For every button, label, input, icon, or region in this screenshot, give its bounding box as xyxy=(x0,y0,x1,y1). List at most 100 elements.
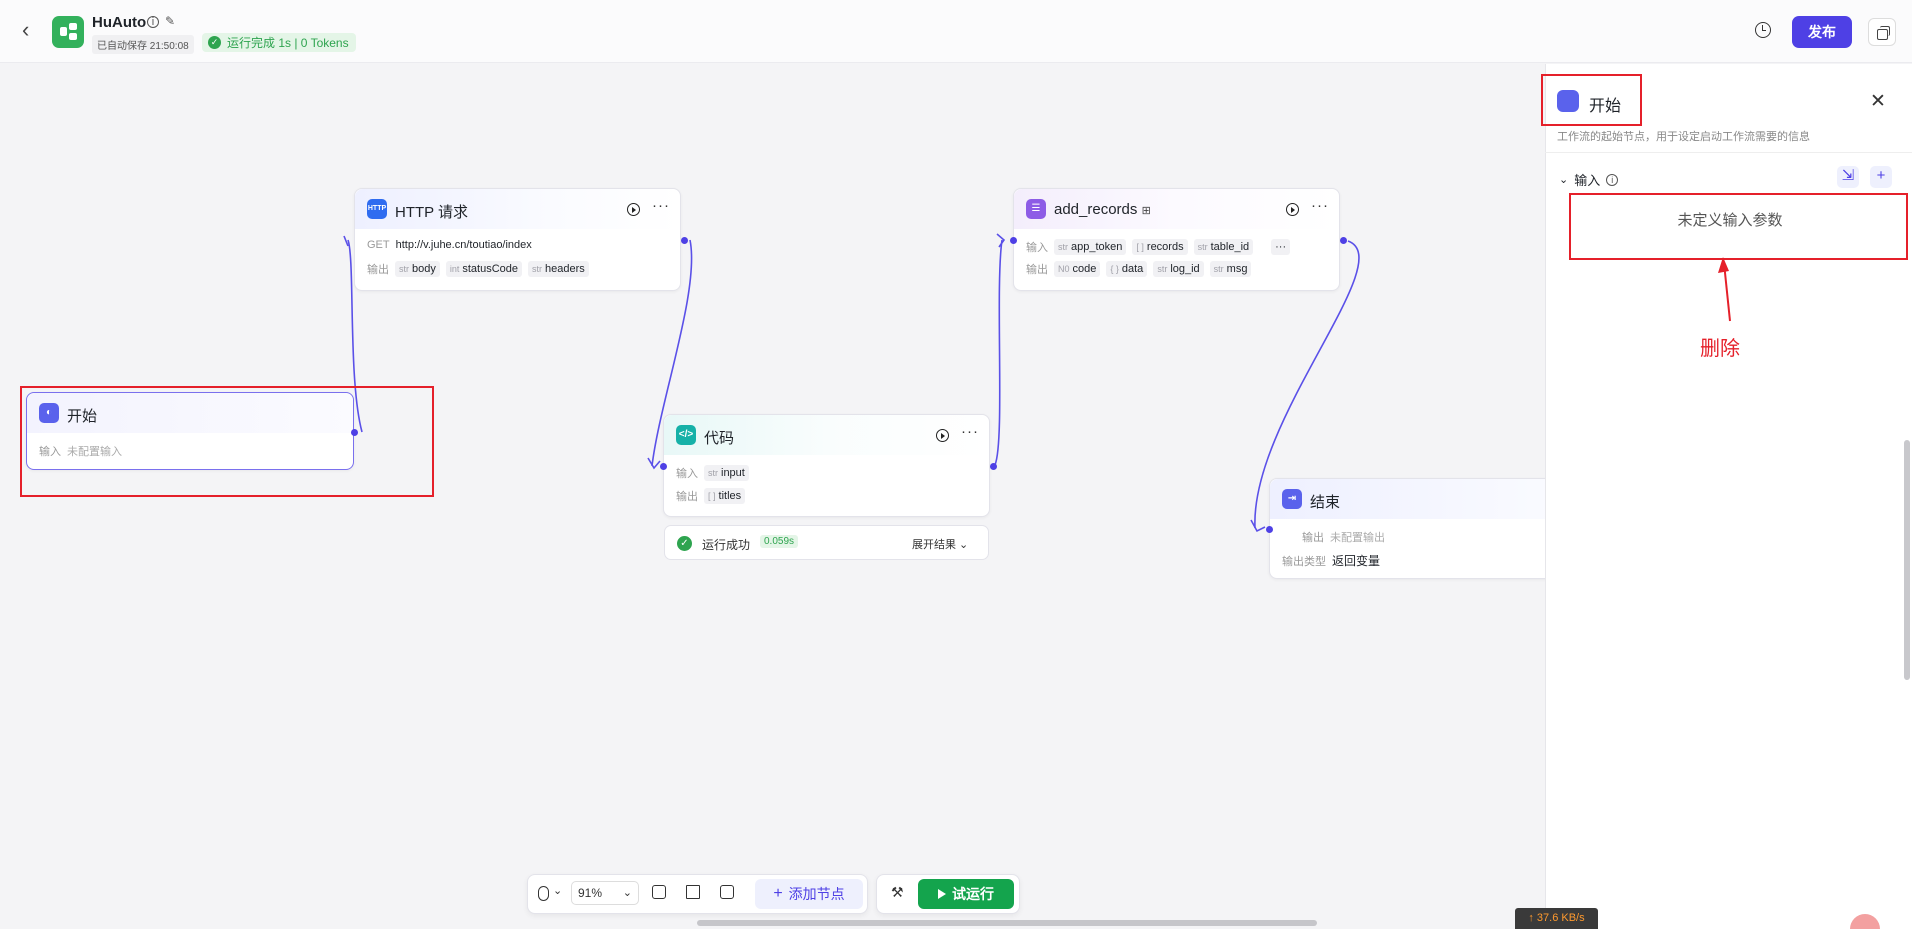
more-icon[interactable]: ··· xyxy=(652,197,670,214)
input-section-label: 输入 xyxy=(1574,173,1601,188)
annotation-delete-text: 删除 xyxy=(1700,338,1740,360)
node-settings-panel xyxy=(1545,64,1912,929)
code-input-port[interactable] xyxy=(660,463,667,470)
try-run-label: 试运行 xyxy=(952,886,994,902)
more-inputs-icon[interactable]: ··· xyxy=(1271,239,1291,255)
annotation-arrow xyxy=(1718,257,1731,322)
start-output-port[interactable] xyxy=(351,429,358,436)
end-output-type-row: 输出类型 返回变量 xyxy=(1282,552,1380,569)
http-node[interactable]: HTTP HTTP 请求 ··· GET http://v.juhe.cn/to… xyxy=(354,188,688,291)
http-node-title: HTTP 请求 xyxy=(395,204,469,221)
comment-icon[interactable] xyxy=(652,885,666,899)
zoom-select[interactable]: 91%⌄ xyxy=(571,881,639,905)
start-node-header xyxy=(27,393,353,433)
http-output-port[interactable] xyxy=(681,237,688,244)
table-icon: ☰ xyxy=(1026,199,1046,219)
start-input-row: 输入 未配置输入 xyxy=(39,443,122,459)
minimap-icon[interactable] xyxy=(720,885,734,899)
autosave-status: 已自动保存 21:50:08 xyxy=(92,35,194,54)
run-success-text: 运行成功 xyxy=(702,538,751,552)
output-label: 输出 xyxy=(367,264,389,276)
app-title: HuAuto xyxy=(92,14,147,31)
expand-results-button[interactable]: 展开结果 ⌄ xyxy=(912,539,969,551)
import-icon[interactable]: ⇲ xyxy=(1837,166,1859,188)
code-output-port[interactable] xyxy=(990,463,997,470)
end-node[interactable]: ⇥ 结束 输出 未配置输出 输出类型 返回变量 xyxy=(1266,478,1559,579)
panel-description: 工作流的起始节点，用于设定启动工作流需要的信息 xyxy=(1557,131,1810,143)
edit-icon[interactable]: ✎ xyxy=(165,14,176,28)
more-icon[interactable]: ··· xyxy=(1311,197,1329,214)
mouse-mode-icon[interactable] xyxy=(538,886,549,901)
output-tag: { }data xyxy=(1106,261,1148,277)
input-label: 输入 xyxy=(39,446,61,458)
panel-scrollbar[interactable] xyxy=(1904,440,1910,680)
info-icon[interactable]: i xyxy=(1606,173,1619,186)
try-run-button[interactable]: 试运行 xyxy=(918,879,1014,909)
input-section-header[interactable]: ⌄ 输入 i xyxy=(1559,170,1619,189)
wrench-icon[interactable]: ⚒ xyxy=(891,884,904,900)
start-input-value: 未配置输入 xyxy=(67,446,122,458)
plugin-icon: ⊞ xyxy=(1141,205,1151,217)
check-icon: ✓ xyxy=(208,36,221,49)
avatar[interactable] xyxy=(1850,914,1880,929)
run-node-icon[interactable] xyxy=(936,429,949,442)
code-run-result[interactable]: ✓ 运行成功 0.059s 展开结果 ⌄ xyxy=(664,525,989,560)
play-icon xyxy=(938,889,946,899)
add-node-label: 添加节点 xyxy=(788,886,845,902)
add-param-button[interactable]: + xyxy=(1870,166,1892,188)
output-label: 输出 xyxy=(1302,532,1324,544)
run-status-badge: ✓ 运行完成 1s | 0 Tokens xyxy=(202,33,356,52)
layout-icon[interactable] xyxy=(686,885,700,899)
panel-title: 开始 xyxy=(1589,98,1622,115)
more-icon[interactable]: ··· xyxy=(961,423,979,440)
end-node-title: 结束 xyxy=(1310,494,1341,511)
chevron-down-icon[interactable]: ⌄ xyxy=(553,885,563,897)
code-icon: </> xyxy=(676,425,696,445)
annotation-box-panel-title xyxy=(1541,74,1642,126)
close-icon[interactable]: ✕ xyxy=(1870,91,1886,112)
history-icon[interactable] xyxy=(1755,22,1771,38)
end-output-type-value: 返回变量 xyxy=(1332,554,1381,568)
success-icon: ✓ xyxy=(677,536,692,551)
app-logo xyxy=(52,16,84,48)
run-time-badge: 0.059s xyxy=(760,535,799,548)
add-records-node-header xyxy=(1014,189,1339,229)
http-url: http://v.juhe.cn/toutiao/index xyxy=(395,239,532,251)
output-label: 输出 xyxy=(1026,264,1048,276)
back-arrow-icon[interactable]: ‹ xyxy=(22,17,30,42)
http-icon: HTTP xyxy=(367,199,387,219)
chevron-down-icon: ⌄ xyxy=(1559,174,1569,186)
add-records-input-port[interactable] xyxy=(1010,237,1017,244)
output-label: 输出 xyxy=(676,491,698,503)
code-node-title: 代码 xyxy=(704,430,735,447)
start-node[interactable]: ◐ 开始 输入 未配置输入 xyxy=(26,392,358,470)
run-node-icon[interactable] xyxy=(1286,203,1299,216)
canvas-scrollbar[interactable] xyxy=(697,920,1317,926)
publish-button[interactable]: 发布 xyxy=(1792,16,1852,48)
start-node-title: 开始 xyxy=(67,408,98,425)
code-node-header xyxy=(664,415,989,455)
add-node-button[interactable]: + 添加节点 xyxy=(755,879,863,909)
net-speed-indicator: ↑ 37.6 KB/s xyxy=(1515,908,1598,929)
end-input-port[interactable] xyxy=(1266,526,1273,533)
copy-icon[interactable] xyxy=(1868,18,1896,46)
add-records-output-port[interactable] xyxy=(1340,237,1347,244)
add-records-node-title: add_records ⊞ xyxy=(1054,201,1151,218)
end-output-value: 未配置输出 xyxy=(1330,532,1385,544)
info-icon[interactable]: i xyxy=(147,16,159,28)
run-node-icon[interactable] xyxy=(627,203,640,216)
http-url-row: GET http://v.juhe.cn/toutiao/index xyxy=(367,239,532,251)
